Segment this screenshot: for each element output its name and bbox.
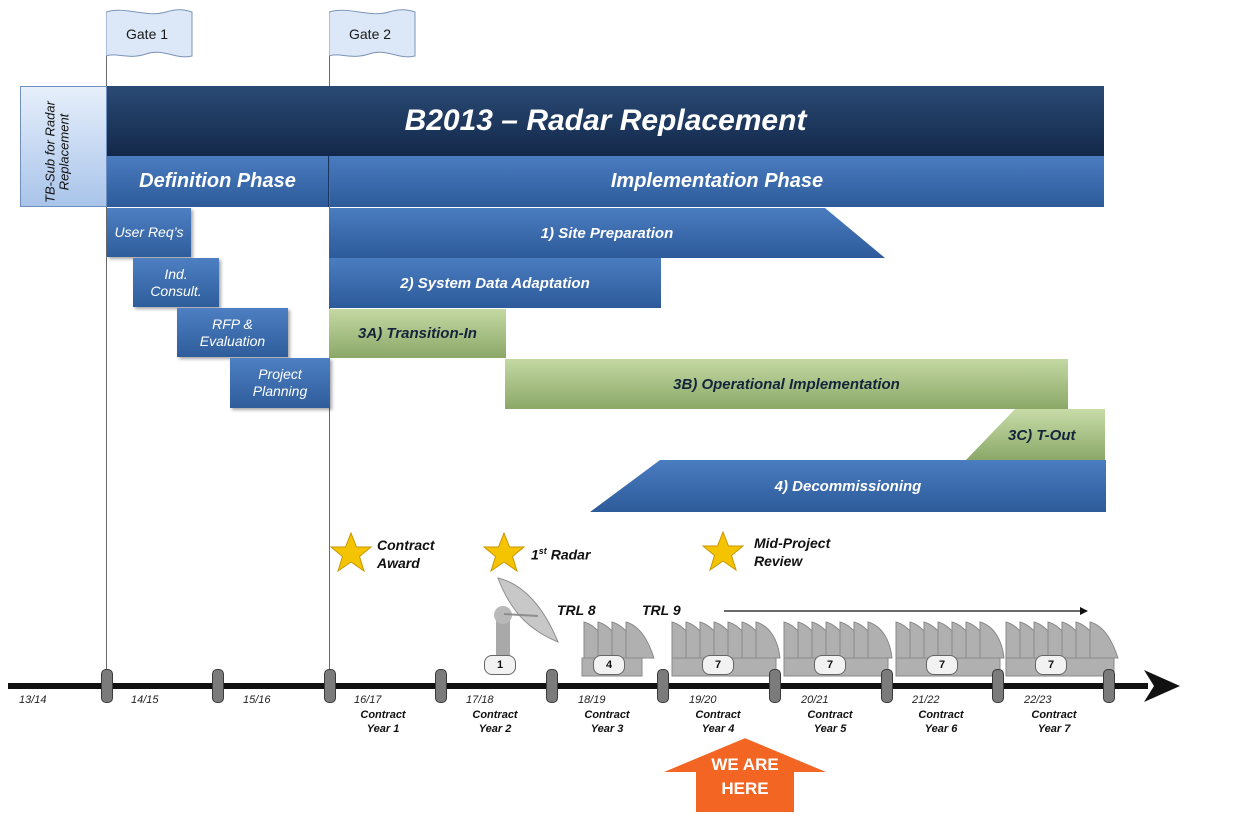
star-icon [701, 531, 745, 572]
radar-count-badge: 7 [814, 655, 846, 675]
year-label: 18/19 [578, 694, 606, 706]
definition-phase: Definition Phase [107, 156, 329, 207]
t-out-bar [965, 409, 1105, 461]
year-label: 14/15 [131, 694, 159, 706]
radar-count-badge: 7 [702, 655, 734, 675]
radar-count-badge: 7 [926, 655, 958, 675]
year-label: 16/17 [354, 694, 382, 706]
decommissioning-bar [590, 460, 1106, 512]
deployment-arrow [724, 607, 1088, 615]
year-label: 17/18 [466, 694, 494, 706]
star-icon [482, 532, 526, 573]
gate-1-label: Gate 1 [126, 26, 169, 42]
implementation-phase: Implementation Phase [330, 156, 1104, 207]
trl-9-label: TRL 9 [642, 602, 681, 618]
site-prep-label: 1) Site Preparation [540, 224, 674, 242]
system-data-bar: 2) System Data Adaptation [329, 258, 661, 308]
year-label: 15/16 [243, 694, 271, 706]
timeline-marker [1103, 669, 1115, 703]
year-label: 19/20 [689, 694, 717, 706]
radar-group-icon [895, 621, 1005, 677]
tb-sub-label: TB-Sub for Radar Replacement [42, 101, 72, 203]
t-out-label: 3C) T-Out [1008, 427, 1076, 444]
timeline-axis [8, 670, 1180, 702]
timeline-marker [657, 669, 669, 703]
decommissioning-label: 4) Decommissioning [774, 477, 922, 495]
timeline-marker [101, 669, 113, 703]
operational-bar: 3B) Operational Implementation [505, 359, 1068, 409]
tb-sub-box [20, 86, 107, 207]
timeline-marker [212, 669, 224, 703]
radar-dish-icon [494, 577, 559, 658]
gate-1-flag [106, 9, 193, 58]
task-rfp-evaluation: RFP & Evaluation [177, 308, 288, 357]
first-radar-label: 1st Radar [531, 546, 591, 563]
gate-2-flag [329, 9, 416, 58]
timeline-marker [324, 669, 336, 703]
timeline-marker [769, 669, 781, 703]
trl-8-label: TRL 8 [557, 602, 596, 618]
transition-in-bar: 3A) Transition-In [329, 309, 506, 358]
year-label: 20/21 [801, 694, 829, 706]
site-prep-bar [329, 208, 885, 258]
radar-count-badge: 7 [1035, 655, 1067, 675]
star-icon [329, 532, 373, 573]
timeline-marker [881, 669, 893, 703]
timeline-marker [992, 669, 1004, 703]
timeline-marker [546, 669, 558, 703]
we-are-here-arrow-icon [653, 734, 837, 816]
timeline-marker [435, 669, 447, 703]
year-label: 22/23 [1024, 694, 1052, 706]
gate-2-label: Gate 2 [349, 26, 392, 42]
radar-count-badge: 4 [593, 655, 625, 675]
task-project-planning: Project Planning [230, 358, 330, 408]
project-title: B2013 – Radar Replacement [107, 86, 1104, 156]
year-label: 21/22 [912, 694, 940, 706]
task-ind-consult: Ind. Consult. [133, 258, 219, 307]
gate-1-line [106, 48, 107, 694]
year-label: 13/14 [19, 694, 47, 706]
task-user-reqs: User Req’s [107, 208, 191, 257]
radar-count-badge: 1 [484, 655, 516, 675]
